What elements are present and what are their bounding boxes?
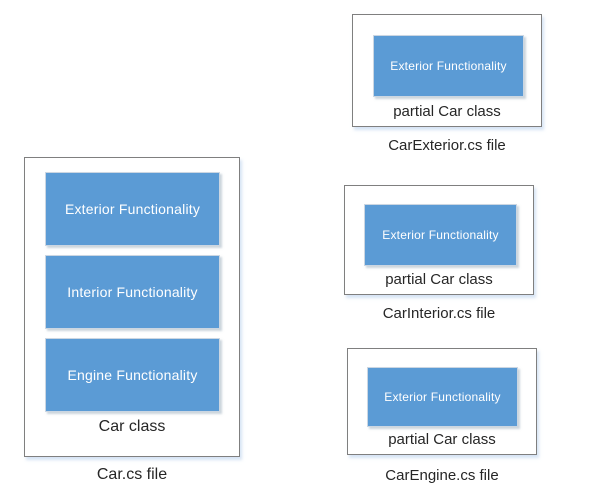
class-label: partial Car class [385,271,493,288]
interior-functionality-block: Interior Functionality [45,255,220,329]
file-caption: CarInterior.cs file [382,305,496,322]
class-label: partial Car class [388,431,496,448]
partial-car-class-box: Exterior Functionality partial Car class [347,348,537,455]
partial-car-class-box: Exterior Functionality partial Car class [352,14,542,127]
block-label: Interior Functionality [67,284,198,300]
file-caption: CarExterior.cs file [388,137,506,154]
file-caption: Car.cs file [96,466,168,483]
exterior-functionality-block: Exterior Functionality [364,204,517,266]
car-class-box: Exterior Functionality Interior Function… [24,157,240,457]
block-label: Exterior Functionality [382,228,499,242]
block-label: Exterior Functionality [390,59,507,73]
exterior-functionality-block: Exterior Functionality [45,172,220,246]
class-label: partial Car class [393,103,501,120]
car-engine-file-group: Exterior Functionality partial Car class… [347,348,537,484]
block-label: Exterior Functionality [384,390,501,404]
car-file-group: Exterior Functionality Interior Function… [24,157,240,484]
exterior-functionality-block: Exterior Functionality [367,367,518,427]
exterior-functionality-block: Exterior Functionality [373,35,524,97]
car-interior-file-group: Exterior Functionality partial Car class… [344,185,534,322]
class-label: Car class [98,418,166,435]
partial-car-class-box: Exterior Functionality partial Car class [344,185,534,295]
file-caption: CarEngine.cs file [385,467,499,484]
engine-functionality-block: Engine Functionality [45,338,220,412]
block-label: Exterior Functionality [64,201,201,217]
car-exterior-file-group: Exterior Functionality partial Car class… [352,14,542,154]
block-label: Engine Functionality [67,367,198,383]
